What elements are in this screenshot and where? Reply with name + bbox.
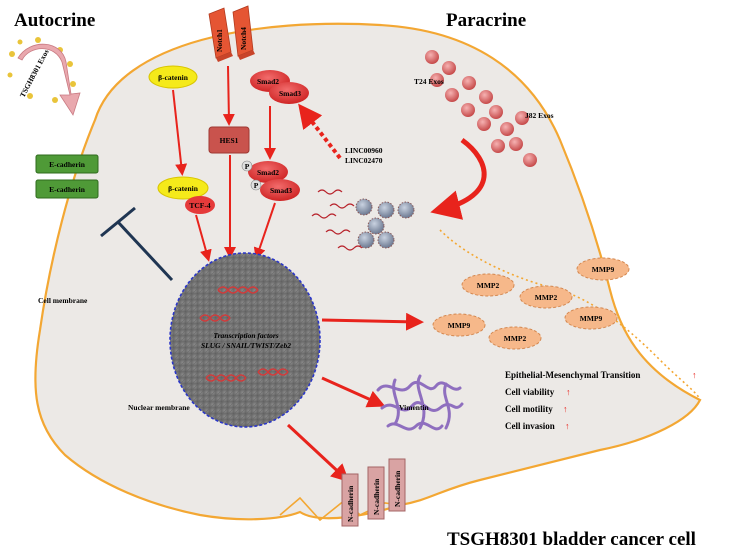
nucleus (169, 252, 321, 428)
svg-text:MMP9: MMP9 (448, 321, 471, 330)
smad2-label: Smad2 (257, 77, 279, 86)
vimentin-filaments (376, 374, 464, 431)
notch4-receptor: Notch4 (232, 5, 255, 60)
mmp9-node-2 (432, 313, 486, 337)
cell-membrane-edge (439, 229, 701, 401)
title-paracrine: Paracrine (446, 10, 526, 31)
psmad3-label: Smad3 (270, 186, 292, 195)
svg-text:MMP2: MMP2 (535, 293, 558, 302)
nuclear-membrane-label: Nuclear membrane (128, 403, 190, 412)
svg-text:MMP2: MMP2 (477, 281, 500, 290)
up-arrow-invasion: ↑ (565, 421, 570, 431)
cell-membrane-label: Cell membrane (38, 296, 88, 305)
mmp-group: MMP2 MMP9 MMP2 MMP9 MMP9 MMP2 (432, 257, 630, 350)
beta-catenin-label: β-catenin (158, 73, 189, 82)
outcome-motility: Cell motility (505, 404, 553, 414)
linc02470-label: LINC02470 (345, 156, 383, 165)
beta-catenin-node (148, 65, 198, 89)
smad3-node (269, 82, 309, 104)
hes1-label: HES1 (220, 136, 239, 145)
svg-text:Notch4: Notch4 (239, 27, 248, 50)
tcf4-label: TCF-4 (189, 201, 210, 210)
svg-text:MMP9: MMP9 (592, 265, 615, 274)
linc00960-label: LINC00960 (345, 146, 383, 155)
ncadherin-block-2: N-cadherin (367, 466, 385, 520)
t24-exos-label: T24 Exos (414, 77, 444, 86)
svg-text:N-cadherin: N-cadherin (372, 478, 381, 515)
svg-text:N-cadherin: N-cadherin (393, 470, 402, 507)
transcription-factors-label: Transcription factors (213, 331, 278, 340)
psmad3-node (260, 179, 300, 201)
dna-strands (199, 286, 289, 382)
hes1-node (208, 126, 250, 154)
outcome-viability: Cell viability (505, 387, 555, 397)
svg-text:MMP2: MMP2 (504, 334, 527, 343)
outcome-invasion: Cell invasion (505, 421, 555, 431)
internalized-exosomes (355, 198, 415, 249)
outcomes-list: Epithelial-Mesenchymal Transition ↑ Cell… (505, 370, 697, 431)
linc-rna-strands (311, 189, 363, 251)
uptake-arrow (430, 137, 487, 220)
transcription-factors-list: SLUG / SNAIL/TWIST/Zeb2 (201, 341, 291, 350)
mmp2-node-1 (461, 273, 515, 297)
up-arrow-emt: ↑ (692, 370, 697, 380)
svg-text:N-cadherin: N-cadherin (346, 485, 355, 522)
mmp9-node-1 (576, 257, 630, 281)
smad3-label: Smad3 (279, 89, 301, 98)
tsgh-exosomes (7, 37, 76, 103)
ncadherin-block-3: N-cadherin (388, 458, 406, 512)
svg-text:Notch1: Notch1 (215, 29, 224, 52)
svg-text:E-cadherin: E-cadherin (49, 160, 86, 169)
phospho-label-2: P (254, 181, 259, 190)
mmp2-node-2 (519, 285, 573, 309)
vimentin-label: Vimentin (399, 403, 430, 412)
j82-exos-label: J82 Exos (525, 111, 554, 120)
up-arrow-motility: ↑ (563, 404, 568, 414)
svg-text:E-cadherin: E-cadherin (49, 185, 86, 194)
outcome-emt: Epithelial-Mesenchymal Transition (505, 370, 640, 380)
up-arrow-viability: ↑ (566, 387, 571, 397)
mmp9-node-3 (564, 306, 618, 330)
beta-catenin-complex-label: β-catenin (168, 184, 199, 193)
pathway-arrows (172, 65, 424, 483)
phospho-label-1: P (245, 162, 250, 171)
beta-catenin-complex-node (157, 176, 209, 200)
notch1-receptor: Notch1 (208, 7, 233, 62)
inhibition-line (116, 220, 174, 282)
svg-text:MMP9: MMP9 (580, 314, 603, 323)
psmad2-label: Smad2 (257, 168, 279, 177)
ecadherin-block-2: E-cadherin (35, 179, 99, 199)
title-autocrine: Autocrine (14, 10, 95, 31)
psmad2-node (248, 161, 288, 183)
linc-smad-arrow (298, 103, 342, 160)
autocrine-arrow (17, 43, 81, 116)
paracrine-exosomes (425, 50, 537, 167)
mmp2-node-3 (488, 326, 542, 350)
tcf4-node (185, 196, 215, 214)
ncadherin-block-1: N-cadherin (341, 473, 359, 527)
ecadherin-block-1: E-cadherin (35, 154, 99, 174)
title-cell: TSGH8301 bladder cancer cell (447, 529, 696, 550)
